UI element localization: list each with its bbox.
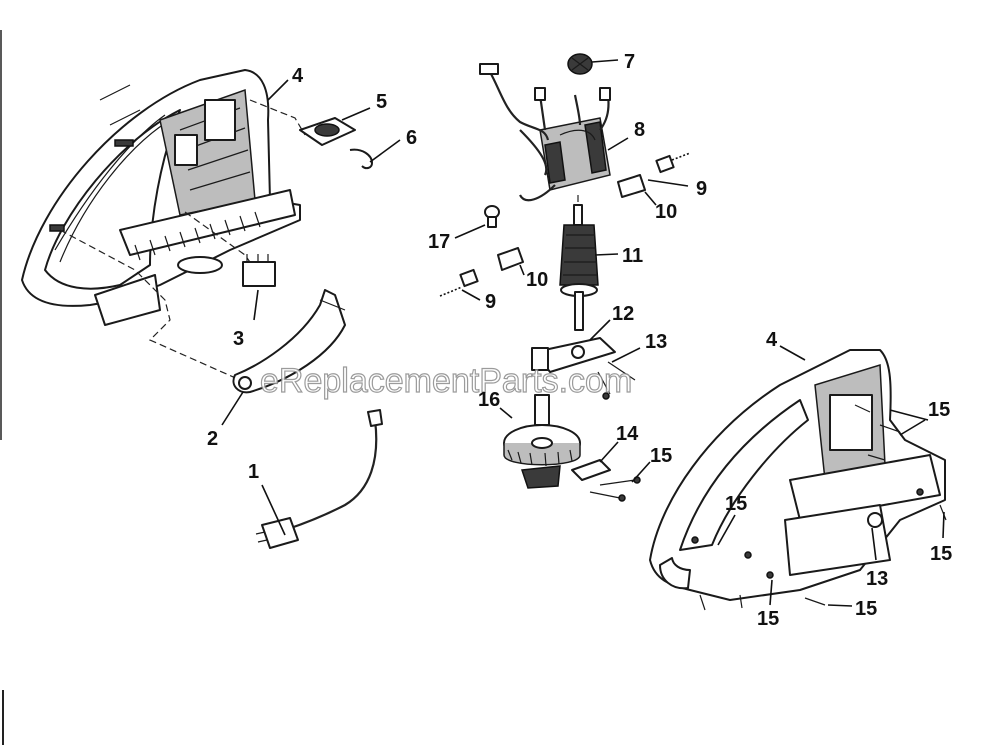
left-housing-half	[21, 69, 301, 326]
callout-15-inner: 15	[725, 493, 747, 515]
callout-9-left: 9	[485, 291, 496, 313]
callout-10-left: 10	[526, 269, 548, 291]
callout-7: 7	[624, 51, 635, 73]
callout-9-right: 9	[696, 178, 707, 200]
trigger-lever	[232, 289, 346, 394]
callout-3: 3	[233, 328, 244, 350]
spring-clip	[349, 148, 373, 170]
callout-13-center: 13	[645, 331, 667, 353]
callout-14: 14	[616, 423, 639, 445]
callout-15-center: 15	[650, 445, 672, 467]
armature	[559, 204, 599, 331]
switch-button	[299, 117, 356, 146]
right-housing-half	[649, 349, 946, 611]
callout-10-right: 10	[655, 201, 677, 223]
screw-17	[484, 205, 500, 228]
callout-4-right: 4	[766, 329, 778, 351]
callout-8: 8	[634, 119, 645, 141]
callout-15-bottom-right: 15	[855, 598, 877, 620]
callout-4-left: 4	[292, 65, 304, 87]
callout-2: 2	[207, 428, 218, 450]
callout-13-right: 13	[866, 568, 888, 590]
callout-15-right: 15	[930, 543, 952, 565]
callout-12: 12	[612, 303, 634, 325]
callout-17: 17	[428, 231, 450, 253]
bracket	[571, 459, 611, 481]
power-cord	[255, 409, 383, 549]
callout-1: 1	[248, 461, 259, 483]
brush-holder-right	[617, 174, 646, 198]
callout-15-bottom-left: 15	[757, 608, 779, 630]
callout-11: 11	[622, 245, 643, 267]
gear-plate	[531, 337, 616, 373]
watermark-text: eReplacementParts.com	[260, 362, 632, 400]
callout-5: 5	[376, 91, 387, 113]
carbon-brush-left	[439, 268, 479, 297]
carbon-brush-right	[655, 152, 691, 174]
motor-field	[539, 117, 611, 191]
callout-15-right-top: 15	[928, 399, 950, 421]
drive-gear	[503, 394, 581, 489]
micro-switch	[242, 254, 276, 287]
brush-holder-left	[497, 247, 524, 271]
callout-6: 6	[406, 127, 417, 149]
bearing	[567, 53, 593, 75]
callout-16: 16	[478, 389, 500, 411]
